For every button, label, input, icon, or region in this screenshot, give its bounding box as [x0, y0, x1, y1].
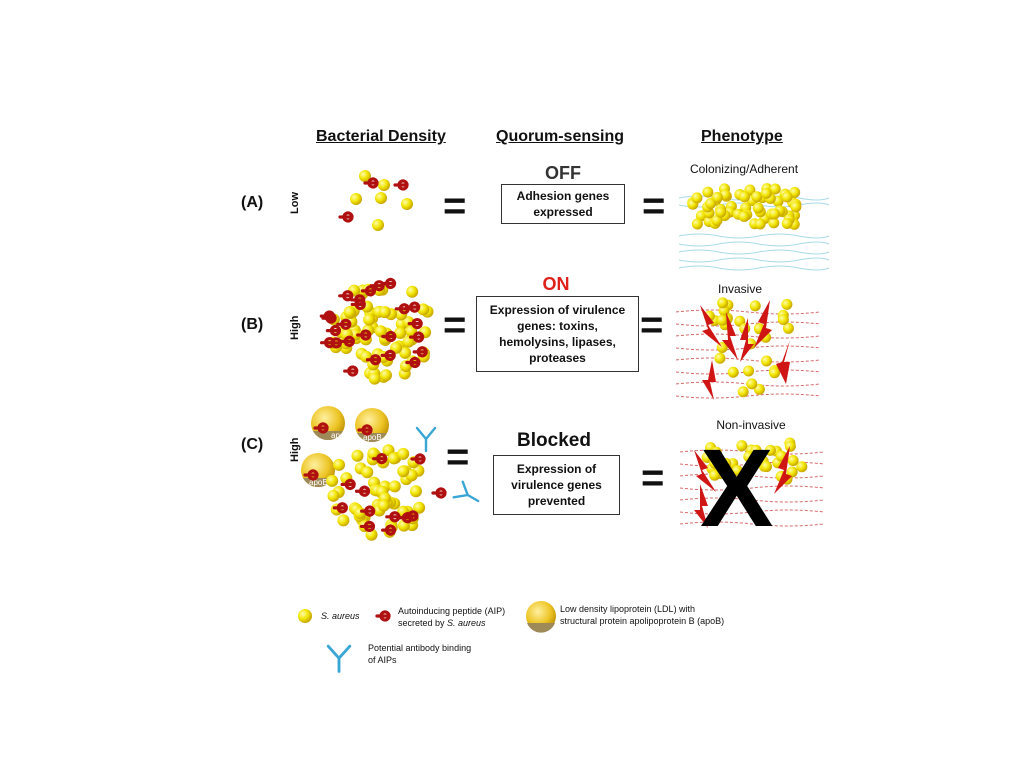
high-density-cluster-b [319, 277, 434, 385]
low-density-cluster [338, 170, 413, 231]
header-bacterial-density: Bacterial Density [316, 128, 446, 145]
qs-state-blocked: Blocked [517, 430, 591, 451]
qs-box-prevented: Expression of virulence genes prevented [493, 455, 620, 515]
aip-icon [375, 610, 391, 622]
qs-box-virulence: Expression of virulence genes: toxins, h… [476, 296, 639, 372]
equals-sign: = [640, 303, 664, 347]
invasive-tissue [675, 297, 821, 400]
equals-sign: = [642, 184, 666, 228]
legend-ldl: Low density lipoprotein (LDL) with struc… [560, 604, 725, 626]
equals-sign: = [443, 184, 467, 228]
ldl-particles: apoB apoB apoB [301, 406, 389, 487]
legend-aip: Autoinducing peptide (AIP) secreted by S… [398, 606, 506, 628]
legend-icons [298, 601, 556, 673]
legend-s-aureus: S. aureus [321, 611, 360, 621]
qs-state-off: OFF [545, 163, 581, 183]
equals-sign: = [443, 303, 467, 347]
phenotype-non-invasive: Non-invasive [716, 418, 786, 432]
apob-label: apoB [331, 431, 350, 440]
blocked-tissue [679, 437, 825, 528]
row-label-c: (C) [241, 436, 264, 453]
equals-sign: = [641, 456, 665, 500]
qs-box-adhesion: Adhesion genes expressed [501, 184, 625, 224]
qs-state-on: ON [542, 274, 570, 294]
adherent-tissue [678, 183, 830, 271]
s-aureus-icon [298, 609, 312, 623]
phenotype-invasive: Invasive [717, 282, 763, 296]
row-label-a: (A) [241, 194, 264, 211]
apob-label: apoB [363, 433, 382, 442]
phenotype-colonizing: Colonizing/Adherent [689, 162, 799, 176]
header-phenotype: Phenotype [701, 128, 783, 145]
apob-label: apoB [309, 478, 328, 487]
header-quorum-sensing: Quorum-sensing [496, 128, 625, 145]
blocked-x-mark: X [700, 427, 774, 550]
equals-sign: = [446, 435, 470, 479]
antibody-icon [326, 644, 352, 673]
row-label-b: (B) [241, 316, 264, 333]
high-density-cluster-c [326, 444, 426, 541]
legend-antibody: Potential antibody binding of AIPs [368, 643, 472, 665]
